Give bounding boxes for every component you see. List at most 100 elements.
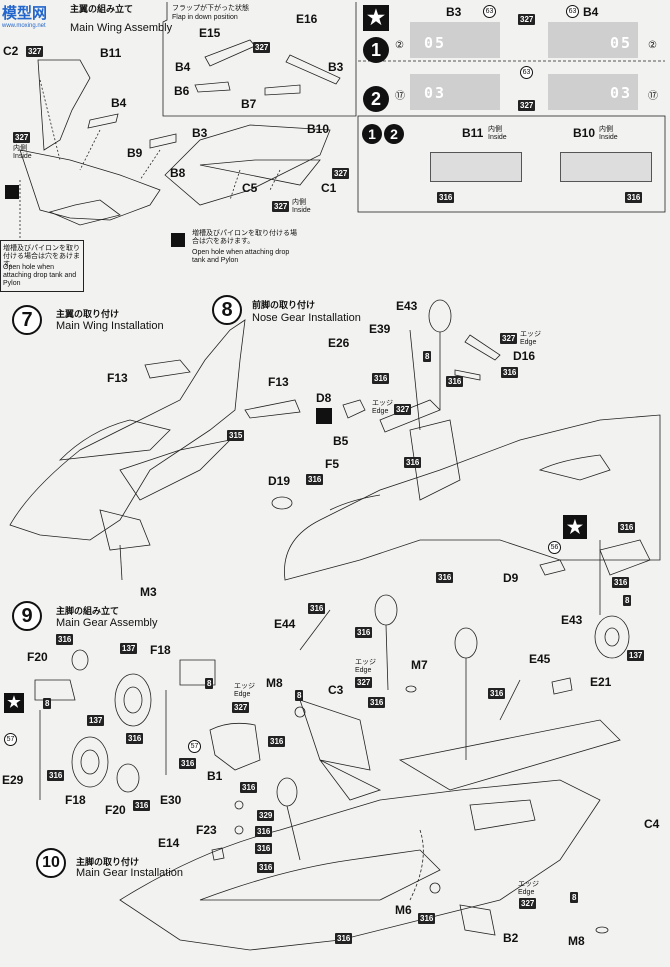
paint-327-inside: 327 bbox=[13, 132, 31, 143]
paint-327-b1: 327 bbox=[232, 702, 250, 713]
paint-327-c3: 327 bbox=[355, 677, 373, 688]
part-e15: E15 bbox=[199, 26, 221, 40]
paint-316-strut: 316 bbox=[355, 627, 373, 638]
paint-327-c1: 327 bbox=[272, 201, 290, 212]
part-m7: M7 bbox=[411, 658, 428, 672]
step8-title-jp: 前脚の取り付け bbox=[252, 300, 316, 310]
paint-316-f5: 316 bbox=[306, 474, 324, 485]
paint-137-f18: 137 bbox=[120, 643, 138, 654]
panel-05-left bbox=[410, 22, 500, 58]
step6-title-en: Main Wing Assembly bbox=[70, 22, 173, 34]
drill-note-left-en: Open hole when attaching drop tank and P… bbox=[3, 264, 77, 287]
part-b3-wing: B3 bbox=[192, 126, 208, 140]
star-badge: ★ bbox=[363, 5, 389, 31]
part-f13-a: F13 bbox=[107, 371, 128, 385]
paint-316-gear-a: 316 bbox=[618, 522, 636, 533]
circ-63-c: 63 bbox=[520, 66, 533, 79]
paint-316-nose-a: 316 bbox=[372, 373, 390, 384]
paint-56: 56 bbox=[548, 541, 561, 554]
paint-327-b2: 327 bbox=[519, 898, 537, 909]
two-badge: 2 bbox=[363, 86, 389, 112]
drill-note-left: 増槽及びパイロンを取り付ける場合は穴をあけます。 bbox=[3, 245, 80, 268]
panel-b11-label: B11 bbox=[462, 126, 484, 140]
part-f20: F20 bbox=[27, 650, 48, 664]
paint-8-gear: 8 bbox=[623, 595, 632, 606]
part-e26: E26 bbox=[328, 336, 350, 350]
part-f23: F23 bbox=[196, 823, 217, 837]
paint-316-gear-b: 316 bbox=[612, 577, 630, 588]
part-e29: E29 bbox=[2, 773, 24, 787]
circ-63-b: 63 bbox=[566, 5, 579, 18]
part-d8: D8 bbox=[316, 391, 332, 405]
paint-316-nose-b: 316 bbox=[446, 376, 464, 387]
part-e39: E39 bbox=[369, 322, 391, 336]
one-badge: 1 bbox=[363, 37, 389, 63]
part-f13-b: F13 bbox=[268, 375, 289, 389]
watermark-subtext: www.moxing.net bbox=[2, 23, 46, 29]
paint-315: 315 bbox=[227, 430, 245, 441]
paint-316-b5: 316 bbox=[404, 457, 422, 468]
paint-327-c2: 327 bbox=[26, 46, 44, 57]
part-b9: B9 bbox=[127, 146, 143, 160]
paint-316-d16: 316 bbox=[501, 367, 519, 378]
circ17-a: ⑰ bbox=[395, 91, 405, 102]
part-b7: B7 bbox=[241, 97, 257, 111]
part-b8: B8 bbox=[170, 166, 186, 180]
paint-137-gear: 137 bbox=[627, 650, 645, 661]
panel-05-right-num: 05 bbox=[610, 34, 633, 52]
step7-title-en: Main Wing Installation bbox=[56, 320, 164, 332]
paint-327-e15: 327 bbox=[253, 42, 271, 53]
part-d9: D9 bbox=[503, 571, 519, 585]
step10-title-en: Main Gear Installation bbox=[76, 867, 183, 879]
paint-327-b10: 327 bbox=[332, 168, 350, 179]
paint-327-panel-a: 327 bbox=[518, 14, 536, 25]
paint-316-b10: 316 bbox=[625, 192, 643, 203]
panel-05-left-num: 05 bbox=[424, 34, 447, 52]
step8-title-en: Nose Gear Installation bbox=[252, 312, 361, 324]
paint-316-b1: 316 bbox=[268, 736, 286, 747]
star-badge-gear: ★ bbox=[4, 693, 24, 713]
part-c1: C1 bbox=[321, 181, 337, 195]
paint-8-c3: 8 bbox=[295, 690, 304, 701]
paint-316-bottom: 316 bbox=[335, 933, 353, 944]
panel-03-right-num: 03 bbox=[610, 84, 633, 102]
part-e21: E21 bbox=[590, 675, 612, 689]
flap-note-en: Flap in down position bbox=[172, 14, 238, 21]
part-e14: E14 bbox=[158, 836, 180, 850]
paint-8-b2: 8 bbox=[570, 892, 579, 903]
paint-8-e30: 8 bbox=[205, 678, 214, 689]
part-b1: B1 bbox=[207, 769, 223, 783]
panel-b3-label: B3 bbox=[446, 5, 462, 19]
panel-03-left-num: 03 bbox=[424, 84, 447, 102]
part-e30: E30 bbox=[160, 793, 182, 807]
paint-316-m6: 316 bbox=[418, 913, 436, 924]
paint-316-f20: 316 bbox=[56, 634, 74, 645]
step7-title-jp: 主翼の取り付け bbox=[56, 309, 120, 319]
step10-number: 10 bbox=[36, 848, 66, 878]
part-c4: C4 bbox=[644, 817, 660, 831]
circ2-b: ② bbox=[648, 40, 657, 51]
panel-03-left bbox=[410, 74, 500, 110]
part-d16: D16 bbox=[513, 349, 536, 363]
part-m6: M6 bbox=[395, 903, 412, 917]
paint-316-b11: 316 bbox=[437, 192, 455, 203]
two-badge-b: 2 bbox=[384, 124, 404, 144]
drill-icon-nose bbox=[316, 408, 332, 424]
drill-note-box-left bbox=[0, 240, 84, 292]
part-e44: E44 bbox=[274, 617, 296, 631]
part-b11: B11 bbox=[100, 46, 122, 60]
part-b4-flap: B4 bbox=[175, 60, 191, 74]
part-e16: E16 bbox=[296, 12, 318, 26]
part-c2: C2 bbox=[3, 44, 19, 58]
paint-316-f23: 316 bbox=[255, 826, 273, 837]
step7-number: 7 bbox=[12, 305, 42, 335]
panel-05-right bbox=[548, 22, 638, 58]
paint-57-a: 57 bbox=[4, 733, 17, 746]
drill-note-right: 増槽及びパイロンを取り付ける場合は穴をあけます。 bbox=[192, 230, 297, 245]
